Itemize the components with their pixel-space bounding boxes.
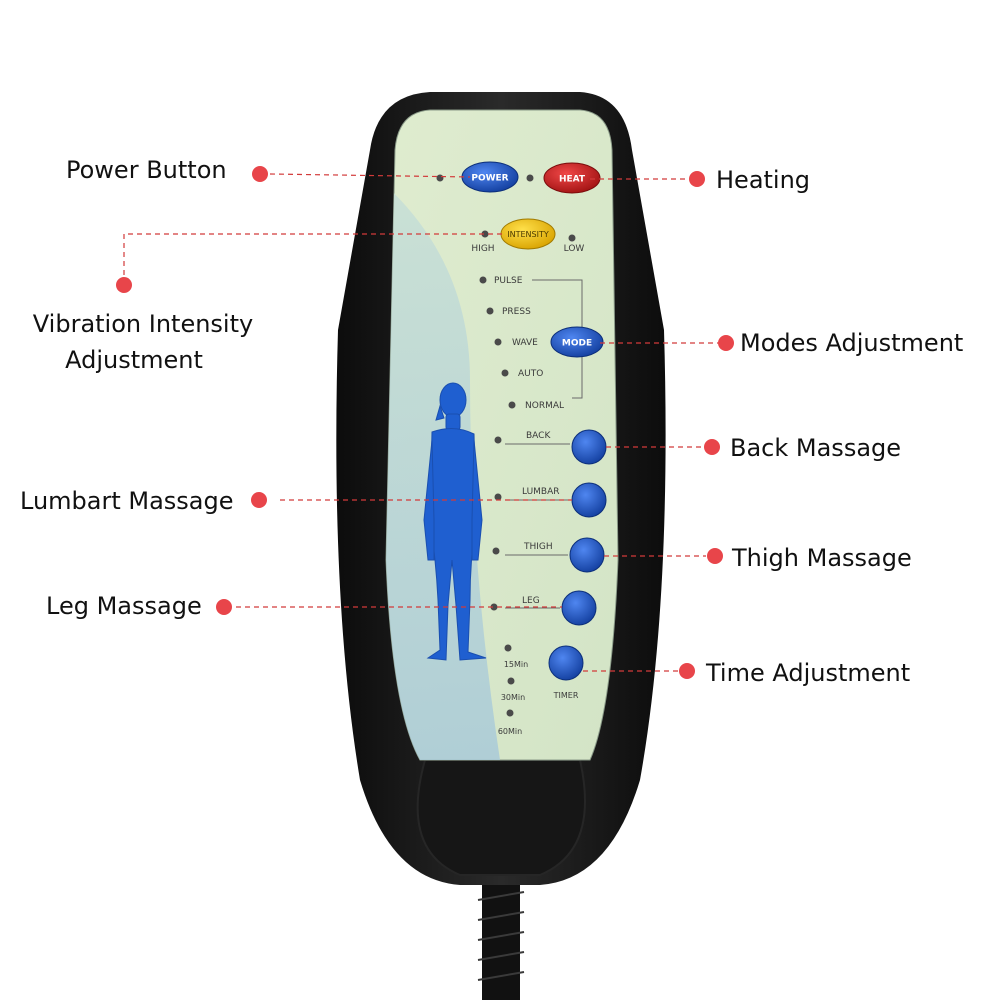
callout-label-thigh: Thigh Massage	[731, 544, 912, 572]
zone-label-back: BACK	[526, 431, 551, 441]
leg-button[interactable]	[561, 590, 597, 626]
power-button-label: POWER	[471, 174, 508, 184]
mode-button-label: MODE	[562, 339, 592, 349]
intensity-button[interactable]: INTENSITY	[500, 218, 556, 250]
power-led	[436, 174, 444, 182]
callout-thigh: Thigh Massage	[604, 544, 912, 572]
callout-label-leg: Leg Massage	[46, 592, 202, 620]
callout-dot	[704, 439, 720, 455]
callout-label-power: Power Button	[66, 156, 227, 184]
high-label: HIGH	[471, 244, 494, 254]
mode-led	[486, 307, 494, 315]
zone-label-thigh: THIGH	[523, 542, 553, 552]
heat-button[interactable]: HEAT	[543, 162, 601, 194]
back-button[interactable]	[571, 429, 607, 465]
low-label: LOW	[564, 244, 585, 254]
callout-leader	[269, 173, 471, 178]
heat-button-label: HEAT	[559, 175, 586, 185]
timer-led	[504, 644, 512, 652]
mode-label-press: PRESS	[502, 307, 531, 317]
callout-dot	[689, 171, 705, 187]
zone-label-lumbar: LUMBAR	[522, 487, 560, 497]
callout-dot	[707, 548, 723, 564]
mode-led	[501, 369, 509, 377]
timer-button[interactable]	[548, 645, 584, 681]
callout-time: Time Adjustment	[583, 659, 910, 687]
callout-back: Back Massage	[606, 434, 901, 462]
callout-label-time: Time Adjustment	[705, 659, 910, 687]
zone-back-row: BACK	[494, 431, 570, 445]
callout-leader	[123, 233, 502, 276]
callout-lumbar: Lumbart Massage	[20, 487, 572, 515]
callout-label-modes: Modes Adjustment	[740, 329, 963, 357]
callout-leg: Leg Massage	[46, 592, 562, 620]
callout-dot	[116, 277, 132, 293]
leg-led	[490, 603, 498, 611]
lumbar-button[interactable]	[571, 482, 607, 518]
mode-list: PULSE PRESS WAVE AUTO NORMAL	[479, 276, 583, 411]
mode-label-wave: WAVE	[512, 338, 538, 348]
callout-dot	[252, 166, 268, 182]
callout-heating: Heating	[590, 166, 810, 194]
mode-label-normal: NORMAL	[525, 401, 564, 411]
heat-led	[526, 174, 534, 182]
high-led	[481, 230, 489, 238]
timer-label-60: 60Min	[498, 727, 522, 736]
timer-label-30: 30Min	[501, 693, 525, 702]
callout-label-back: Back Massage	[730, 434, 901, 462]
mode-led	[494, 338, 502, 346]
intensity-button-label: INTENSITY	[507, 230, 549, 239]
zone-thigh-row: THIGH	[492, 542, 568, 556]
thigh-button[interactable]	[569, 537, 605, 573]
timer-led	[507, 677, 515, 685]
timer-button-label: TIMER	[553, 691, 579, 700]
zone-label-leg: LEG	[522, 596, 540, 606]
timer-options: 15Min 30Min 60Min	[498, 644, 528, 736]
callout-modes: Modes Adjustment	[600, 329, 963, 357]
timer-label-15: 15Min	[504, 660, 528, 669]
low-led	[568, 234, 576, 242]
lumbar-led	[494, 493, 502, 501]
mode-label-auto: AUTO	[518, 369, 543, 379]
callout-dot	[718, 335, 734, 351]
callout-label-lumbar: Lumbart Massage	[20, 487, 234, 515]
timer-led	[506, 709, 514, 717]
zone-leg-row: LEG	[490, 596, 560, 611]
human-figure-icon	[423, 382, 487, 661]
callout-label-heating: Heating	[716, 166, 810, 194]
thigh-led	[492, 547, 500, 555]
callout-power: Power Button	[66, 156, 471, 184]
remote-bottom-grip	[416, 759, 586, 876]
mode-led	[508, 401, 516, 409]
mode-button[interactable]: MODE	[550, 326, 604, 358]
callout-dot	[251, 492, 267, 508]
callout-label-vibration-1: Vibration Intensity	[33, 310, 253, 338]
power-button[interactable]: POWER	[461, 161, 519, 193]
callout-label-vibration-2: Adjustment	[65, 346, 203, 374]
mode-label-pulse: PULSE	[494, 276, 523, 286]
callout-vibration: Vibration Intensity Adjustment	[33, 233, 502, 374]
callout-dot	[679, 663, 695, 679]
callout-dot	[216, 599, 232, 615]
mode-led	[479, 276, 487, 284]
back-led	[494, 436, 502, 444]
